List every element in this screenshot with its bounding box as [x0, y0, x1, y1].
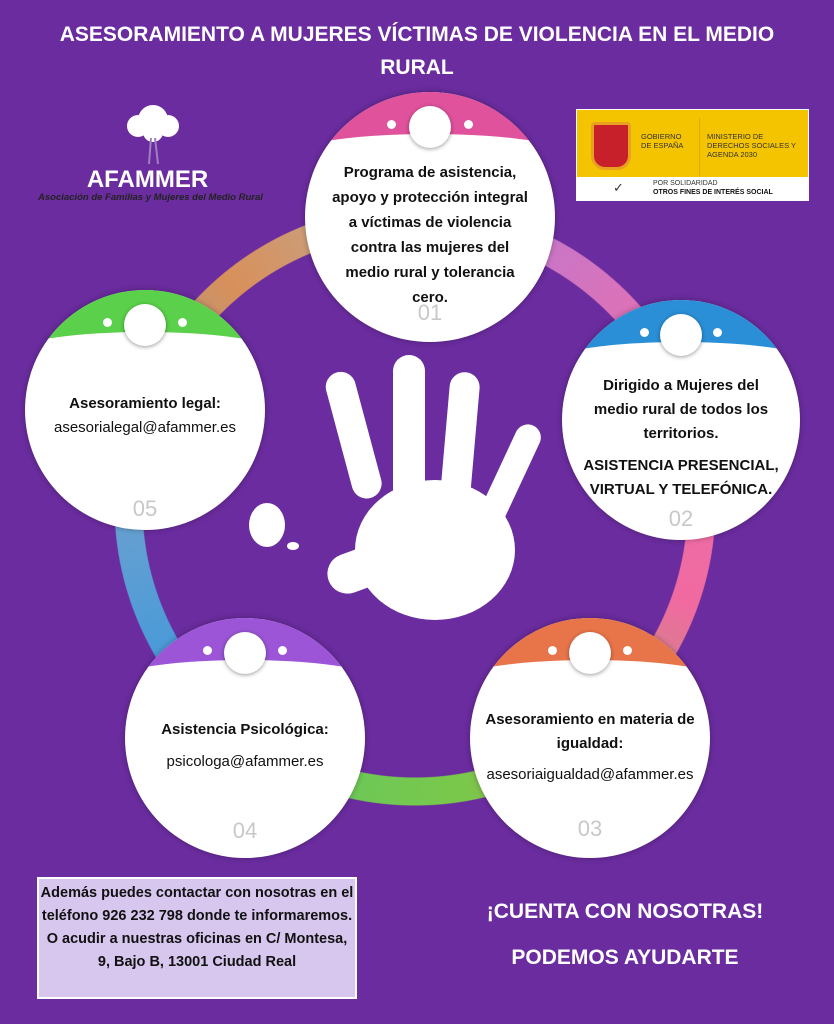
- government-logo: GOBIERNO DE ESPAÑA MINISTERIO DE DERECHO…: [576, 109, 809, 201]
- item-number: 02: [668, 506, 694, 531]
- item-text-2: ASISTENCIA PRESENCIAL, VIRTUAL Y TELEFÓN…: [583, 457, 779, 498]
- cta-subheading: PODEMOS AYUDARTE: [511, 946, 739, 969]
- item-circle-02: Dirigido a Mujeres del medio rural de to…: [562, 300, 800, 540]
- gov-text: GOBIERNO DE ESPAÑA: [641, 132, 684, 150]
- cta-heading: ¡CUENTA CON NOSOTRAS!: [486, 900, 764, 923]
- afammer-logo: AFAMMER Asociación de Familias y Mujeres…: [30, 98, 290, 208]
- item-email[interactable]: asesorialegal@afammer.es: [54, 419, 236, 436]
- check-icon: ✓: [613, 180, 624, 195]
- knob-icon: [124, 304, 166, 346]
- logo-name: AFAMMER: [86, 166, 209, 193]
- item-header: [125, 618, 365, 710]
- tree-icon: [127, 105, 179, 165]
- contact-box: Además puedes contactar con nosotras en …: [37, 877, 357, 999]
- fines-text: OTROS FINES DE INTERÉS SOCIAL: [653, 189, 773, 196]
- item-number: 05: [132, 496, 158, 521]
- item-number: 03: [577, 816, 603, 841]
- dot-icon: [178, 318, 187, 327]
- dot-icon: [713, 328, 722, 337]
- item-text: Asistencia Psicológica:: [161, 721, 329, 738]
- item-circle-01: Programa de asistencia, apoyo y protecci…: [305, 92, 555, 342]
- item-text: Asesoramiento legal:: [69, 395, 221, 412]
- item-text: Programa de asistencia, apoyo y protecci…: [332, 164, 528, 306]
- dot-icon: [387, 120, 396, 129]
- dot-icon: [464, 120, 473, 129]
- dot-icon: [203, 646, 212, 655]
- coat-of-arms-icon: [591, 122, 631, 170]
- hand-icon: [249, 355, 541, 620]
- logo-subtitle: Asociación de Familias y Mujeres del Med…: [38, 192, 263, 203]
- item-circle-05: Asesoramiento legal: asesorialegal@afamm…: [25, 290, 265, 530]
- item-text: Dirigido a Mujeres del medio rural de to…: [593, 377, 769, 442]
- dot-icon: [640, 328, 649, 337]
- item-text: Asesoramiento en materia de igualdad:: [485, 711, 695, 752]
- knob-icon: [660, 314, 702, 356]
- knob-icon: [409, 106, 451, 148]
- dot-icon: [548, 646, 557, 655]
- item-circle-04: Asistencia Psicológica: psicologa@afamme…: [125, 618, 365, 858]
- knob-icon: [569, 632, 611, 674]
- knob-icon: [224, 632, 266, 674]
- dot-icon: [103, 318, 112, 327]
- item-email[interactable]: psicologa@afammer.es: [166, 753, 324, 770]
- item-email: asesoriaigualdad@afammer.es: [486, 766, 694, 783]
- dot-icon: [623, 646, 632, 655]
- ministry-text: MINISTERIO DE DERECHOS SOCIALES Y AGENDA…: [707, 132, 796, 159]
- item-circle-03: Asesoramiento en materia de igualdad: as…: [470, 618, 710, 858]
- solidarity-text: POR SOLIDARIDAD: [653, 180, 718, 187]
- item-number: 04: [232, 818, 258, 843]
- item-number: 01: [417, 300, 443, 325]
- page-title: ASESORAMIENTO A MUJERES VÍCTIMAS DE VIOL…: [59, 23, 775, 79]
- dot-icon: [278, 646, 287, 655]
